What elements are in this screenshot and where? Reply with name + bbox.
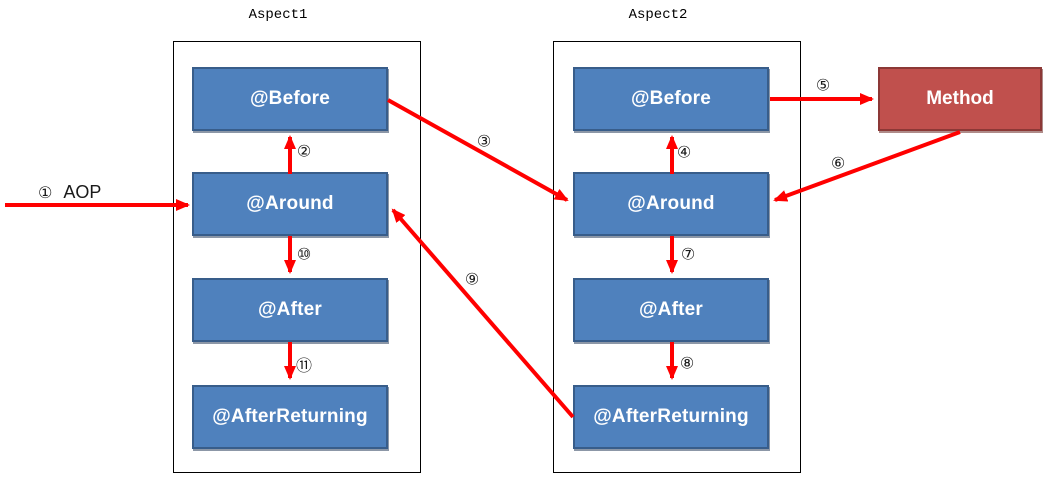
arrow-label-8: ⑧	[679, 353, 695, 373]
aspect1-before-box: @Before	[192, 67, 388, 131]
arrow-label-11: ⑪	[295, 356, 313, 375]
aspect2-before-box: @Before	[573, 67, 769, 131]
aspect1-afterreturning-box: @AfterReturning	[192, 385, 388, 449]
arrow-label-2: ②	[296, 141, 312, 161]
aspect2-after-box: @After	[573, 278, 769, 342]
method-box: Method	[878, 67, 1042, 131]
arrow-label-3: ③	[476, 131, 492, 151]
aspect1-after-box: @After	[192, 278, 388, 342]
aspect1-around-box: @Around	[192, 172, 388, 236]
aspect2-title: Aspect2	[628, 7, 688, 23]
arrow-label-9: ⑨	[464, 269, 480, 289]
aspect1-title: Aspect1	[248, 7, 308, 23]
aspect2-around-box: @Around	[573, 172, 769, 236]
entry-aop-label: ① AOP	[38, 182, 101, 203]
aspect2-afterreturning-box: @AfterReturning	[573, 385, 769, 449]
arrow-label-6: ⑥	[830, 153, 846, 173]
arrow-label-4: ④	[676, 142, 692, 162]
arrow-6-method-to-a2-around	[773, 130, 961, 202]
arrow-label-5: ⑤	[815, 75, 831, 95]
arrow-label-10: ⑩	[296, 244, 312, 264]
arrow-label-7: ⑦	[680, 244, 696, 264]
entry-number: ①	[38, 183, 53, 202]
entry-text: AOP	[63, 182, 102, 202]
